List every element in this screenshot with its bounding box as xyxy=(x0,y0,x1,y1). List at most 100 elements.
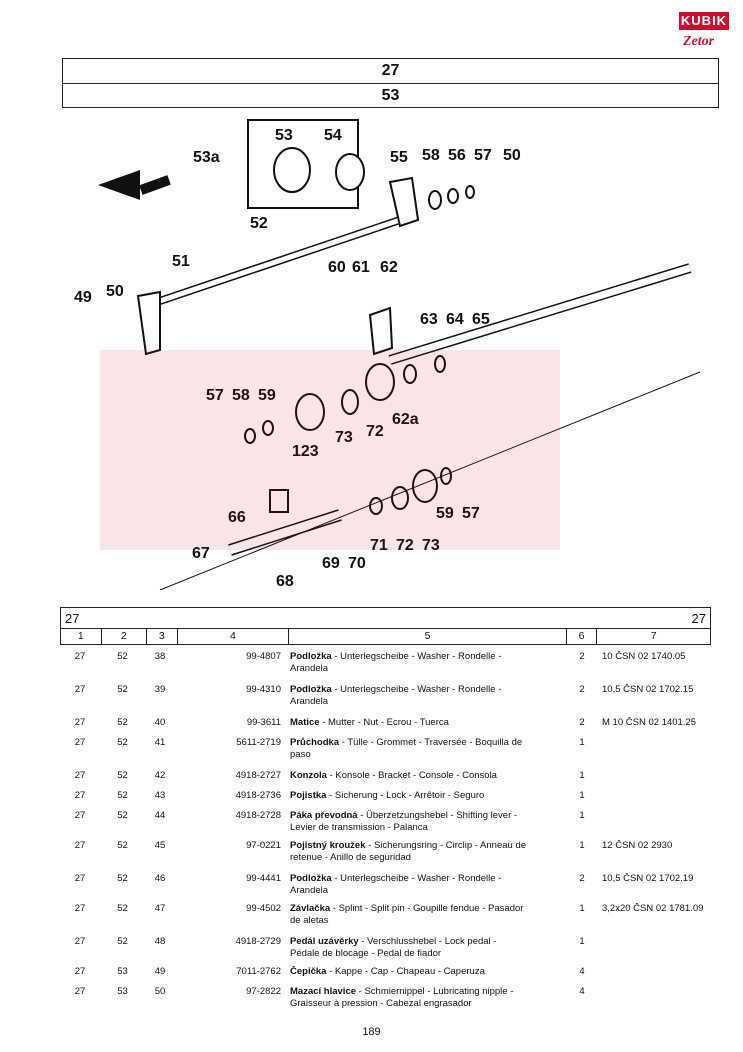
col-position: 46 xyxy=(154,873,166,884)
callout-label: 55 xyxy=(390,149,408,166)
col-description: Podložka - Unterlegscheibe - Washer - Ro… xyxy=(287,684,567,708)
callout-label: 73 xyxy=(422,537,440,554)
column-headers: 1 2 3 4 5 6 7 xyxy=(61,629,710,644)
shift-lever xyxy=(136,290,161,356)
callout-label: 72 xyxy=(396,537,414,554)
col-group: 27 xyxy=(74,873,86,884)
callout-label: 65 xyxy=(472,311,490,328)
col-part-number: 99-4310 xyxy=(246,684,281,695)
callout-label: 49 xyxy=(74,289,92,306)
part-translations: - Mutter - Nut - Ecrou - Tuerca xyxy=(319,717,449,728)
callout-label: 50 xyxy=(503,147,521,164)
col-quantity: 1 xyxy=(579,810,585,821)
callout-label: 52 xyxy=(250,215,268,232)
col-group: 27 xyxy=(74,651,86,662)
column-header-5: 5 xyxy=(289,629,567,644)
callout-label: 54 xyxy=(324,127,342,144)
col-description: Páka převodná - Überzetzungshebel - Shif… xyxy=(287,810,567,834)
col-standard xyxy=(597,770,711,782)
col-quantity: 1 xyxy=(579,936,585,947)
col-part-number: 99-4807 xyxy=(246,651,281,662)
col-position: 50 xyxy=(154,986,166,997)
col-standard: 10,5 ČSN 02 1702.19 xyxy=(602,873,694,884)
col-standard: 10,5 ČSN 02 1702.15 xyxy=(602,684,694,695)
col-group: 27 xyxy=(74,986,86,997)
coupling-53 xyxy=(273,147,311,193)
column-header-2: 2 xyxy=(102,629,147,644)
col-subgroup: 52 xyxy=(117,873,128,884)
col-subgroup: 52 xyxy=(117,770,128,781)
col-part-number: 99-3611 xyxy=(246,717,281,728)
callout-label: 123 xyxy=(292,443,319,460)
col-description: Pojistka - Sicherung - Lock - Arrêtoir -… xyxy=(287,790,567,802)
col-standard xyxy=(597,790,711,802)
col-standard: M 10 ČSN 02 1401.25 xyxy=(602,717,697,728)
col-group: 27 xyxy=(74,790,86,801)
col-standard xyxy=(597,966,711,978)
col-subgroup: 53 xyxy=(117,986,128,997)
col-position: 48 xyxy=(154,936,166,947)
col-description: Pedál uzávěrky - Verschlusshebel - Lock … xyxy=(287,936,567,960)
col-position: 43 xyxy=(154,790,166,801)
callout-label: 69 xyxy=(322,555,340,572)
callout-label: 71 xyxy=(370,537,388,554)
col-description: Konzola - Konsole - Bracket - Console - … xyxy=(287,770,567,782)
table-title-left: 27 xyxy=(65,611,80,626)
col-subgroup: 52 xyxy=(117,810,128,821)
part-translations: - Konsole - Bracket - Console - Consola xyxy=(326,770,497,781)
part-translations-line2: retenue - Anillo de seguridad xyxy=(290,852,411,863)
logo-brand-text: KUBIK xyxy=(679,12,729,30)
part-name: Konzola xyxy=(290,770,327,781)
column-header-4: 4 xyxy=(178,629,290,644)
part-name: Pojistný kroužek xyxy=(290,840,366,851)
callout-label: 59 xyxy=(258,387,276,404)
watermark-icon xyxy=(100,350,560,550)
callout-label: 62a xyxy=(392,411,419,428)
callout-label: 58 xyxy=(232,387,250,404)
col-group: 27 xyxy=(74,770,86,781)
direction-arrow-icon xyxy=(98,170,171,200)
col-part-number: 99-4441 xyxy=(246,873,281,884)
col-standard xyxy=(597,936,711,960)
callout-label: 62 xyxy=(380,259,398,276)
col-subgroup: 52 xyxy=(117,684,128,695)
col-group: 27 xyxy=(74,737,86,748)
col-quantity: 4 xyxy=(579,966,585,977)
col-description: Závlačka - Splint - Split pin - Goupille… xyxy=(287,903,567,927)
part-name: Závlačka xyxy=(290,903,331,914)
part-translations-line2: Arandela xyxy=(290,885,329,896)
callout-label: 57 xyxy=(462,505,480,522)
part-translations: - Unterlegscheibe - Washer - Rondelle - xyxy=(331,873,502,884)
callout-label: 57 xyxy=(474,147,492,164)
part-translations-line2: Arandela xyxy=(290,696,329,707)
callout-label: 56 xyxy=(448,147,466,164)
col-part-number: 4918-2727 xyxy=(235,770,281,781)
col-subgroup: 52 xyxy=(117,737,128,748)
col-position: 44 xyxy=(154,810,166,821)
part-translations: - Verschlusshebel - Lock pedal - xyxy=(358,936,497,947)
callout-label: 58 xyxy=(422,147,440,164)
col-group: 27 xyxy=(74,717,86,728)
col-description: Mazací hlavice - Schmiernippel - Lubrica… xyxy=(287,986,567,1010)
col-subgroup: 52 xyxy=(117,651,128,662)
col-standard xyxy=(597,810,711,834)
col-description: Podložka - Unterlegscheibe - Washer - Ro… xyxy=(287,651,567,675)
col-quantity: 4 xyxy=(579,986,585,997)
lever-arm xyxy=(368,306,394,356)
part-translations: - Sicherungsring - Circlip - Anneau de xyxy=(365,840,527,851)
subgroup-number: 53 xyxy=(63,83,718,108)
col-quantity: 2 xyxy=(579,873,585,884)
part-translations: - Unterlegscheibe - Washer - Rondelle - xyxy=(331,651,502,662)
part-name: Pojistka xyxy=(290,790,327,801)
part-name: Mazací hlavice xyxy=(290,986,357,997)
part-name: Matice xyxy=(290,717,320,728)
callout-label: 70 xyxy=(348,555,366,572)
col-subgroup: 52 xyxy=(117,790,128,801)
callout-label: 72 xyxy=(366,423,384,440)
callout-label: 50 xyxy=(106,283,124,300)
part-66 xyxy=(269,489,289,513)
column-header-6: 6 xyxy=(567,629,598,644)
